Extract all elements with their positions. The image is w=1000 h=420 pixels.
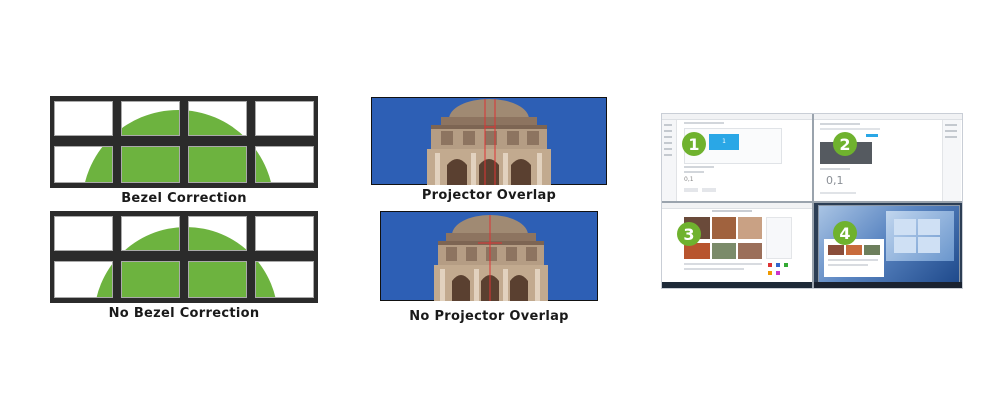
- display-1-label: 1: [722, 138, 726, 145]
- badge-1: 1: [682, 132, 706, 156]
- projector-overlap-image: [371, 97, 607, 185]
- news-image-4: [684, 243, 710, 259]
- badge-2: 2: [833, 132, 857, 156]
- badge-3: 3: [677, 222, 701, 246]
- no-projector-overlap-image: [380, 211, 598, 301]
- coordinate-readout: 0,1: [684, 176, 694, 183]
- desktop-window-1[interactable]: 1 0,1: [662, 114, 812, 201]
- no-projector-overlap-label: No Projector Overlap: [409, 309, 569, 324]
- dome-building-graphic-2: [434, 215, 548, 301]
- no-bezel-correction-label: No Bezel Correction: [108, 306, 260, 321]
- badge-3-number: 3: [683, 225, 694, 244]
- dome-building-graphic: [427, 99, 551, 185]
- badge-4-number: 4: [839, 224, 850, 243]
- bezel-correction-grid: [50, 96, 318, 188]
- taskbar-2[interactable]: [814, 282, 962, 288]
- badge-4: 4: [833, 221, 857, 245]
- projector-overlap-label: Projector Overlap: [421, 188, 557, 203]
- news-image-2: [712, 217, 736, 239]
- bezel-correction-label: Bezel Correction: [121, 191, 247, 206]
- news-image-6: [738, 243, 762, 259]
- news-image-5: [712, 243, 736, 259]
- news-image-3: [738, 217, 762, 239]
- display-1-highlight[interactable]: 1: [709, 134, 739, 150]
- badge-1-number: 1: [688, 135, 699, 154]
- coordinate-readout-large: 0,1: [826, 174, 844, 187]
- desktop-window-4[interactable]: [814, 203, 962, 288]
- multi-desktop-screenshot: 1 0,1 0,1: [661, 113, 963, 289]
- badge-2-number: 2: [839, 135, 850, 154]
- taskbar[interactable]: [662, 282, 812, 288]
- no-bezel-correction-grid: [50, 211, 318, 303]
